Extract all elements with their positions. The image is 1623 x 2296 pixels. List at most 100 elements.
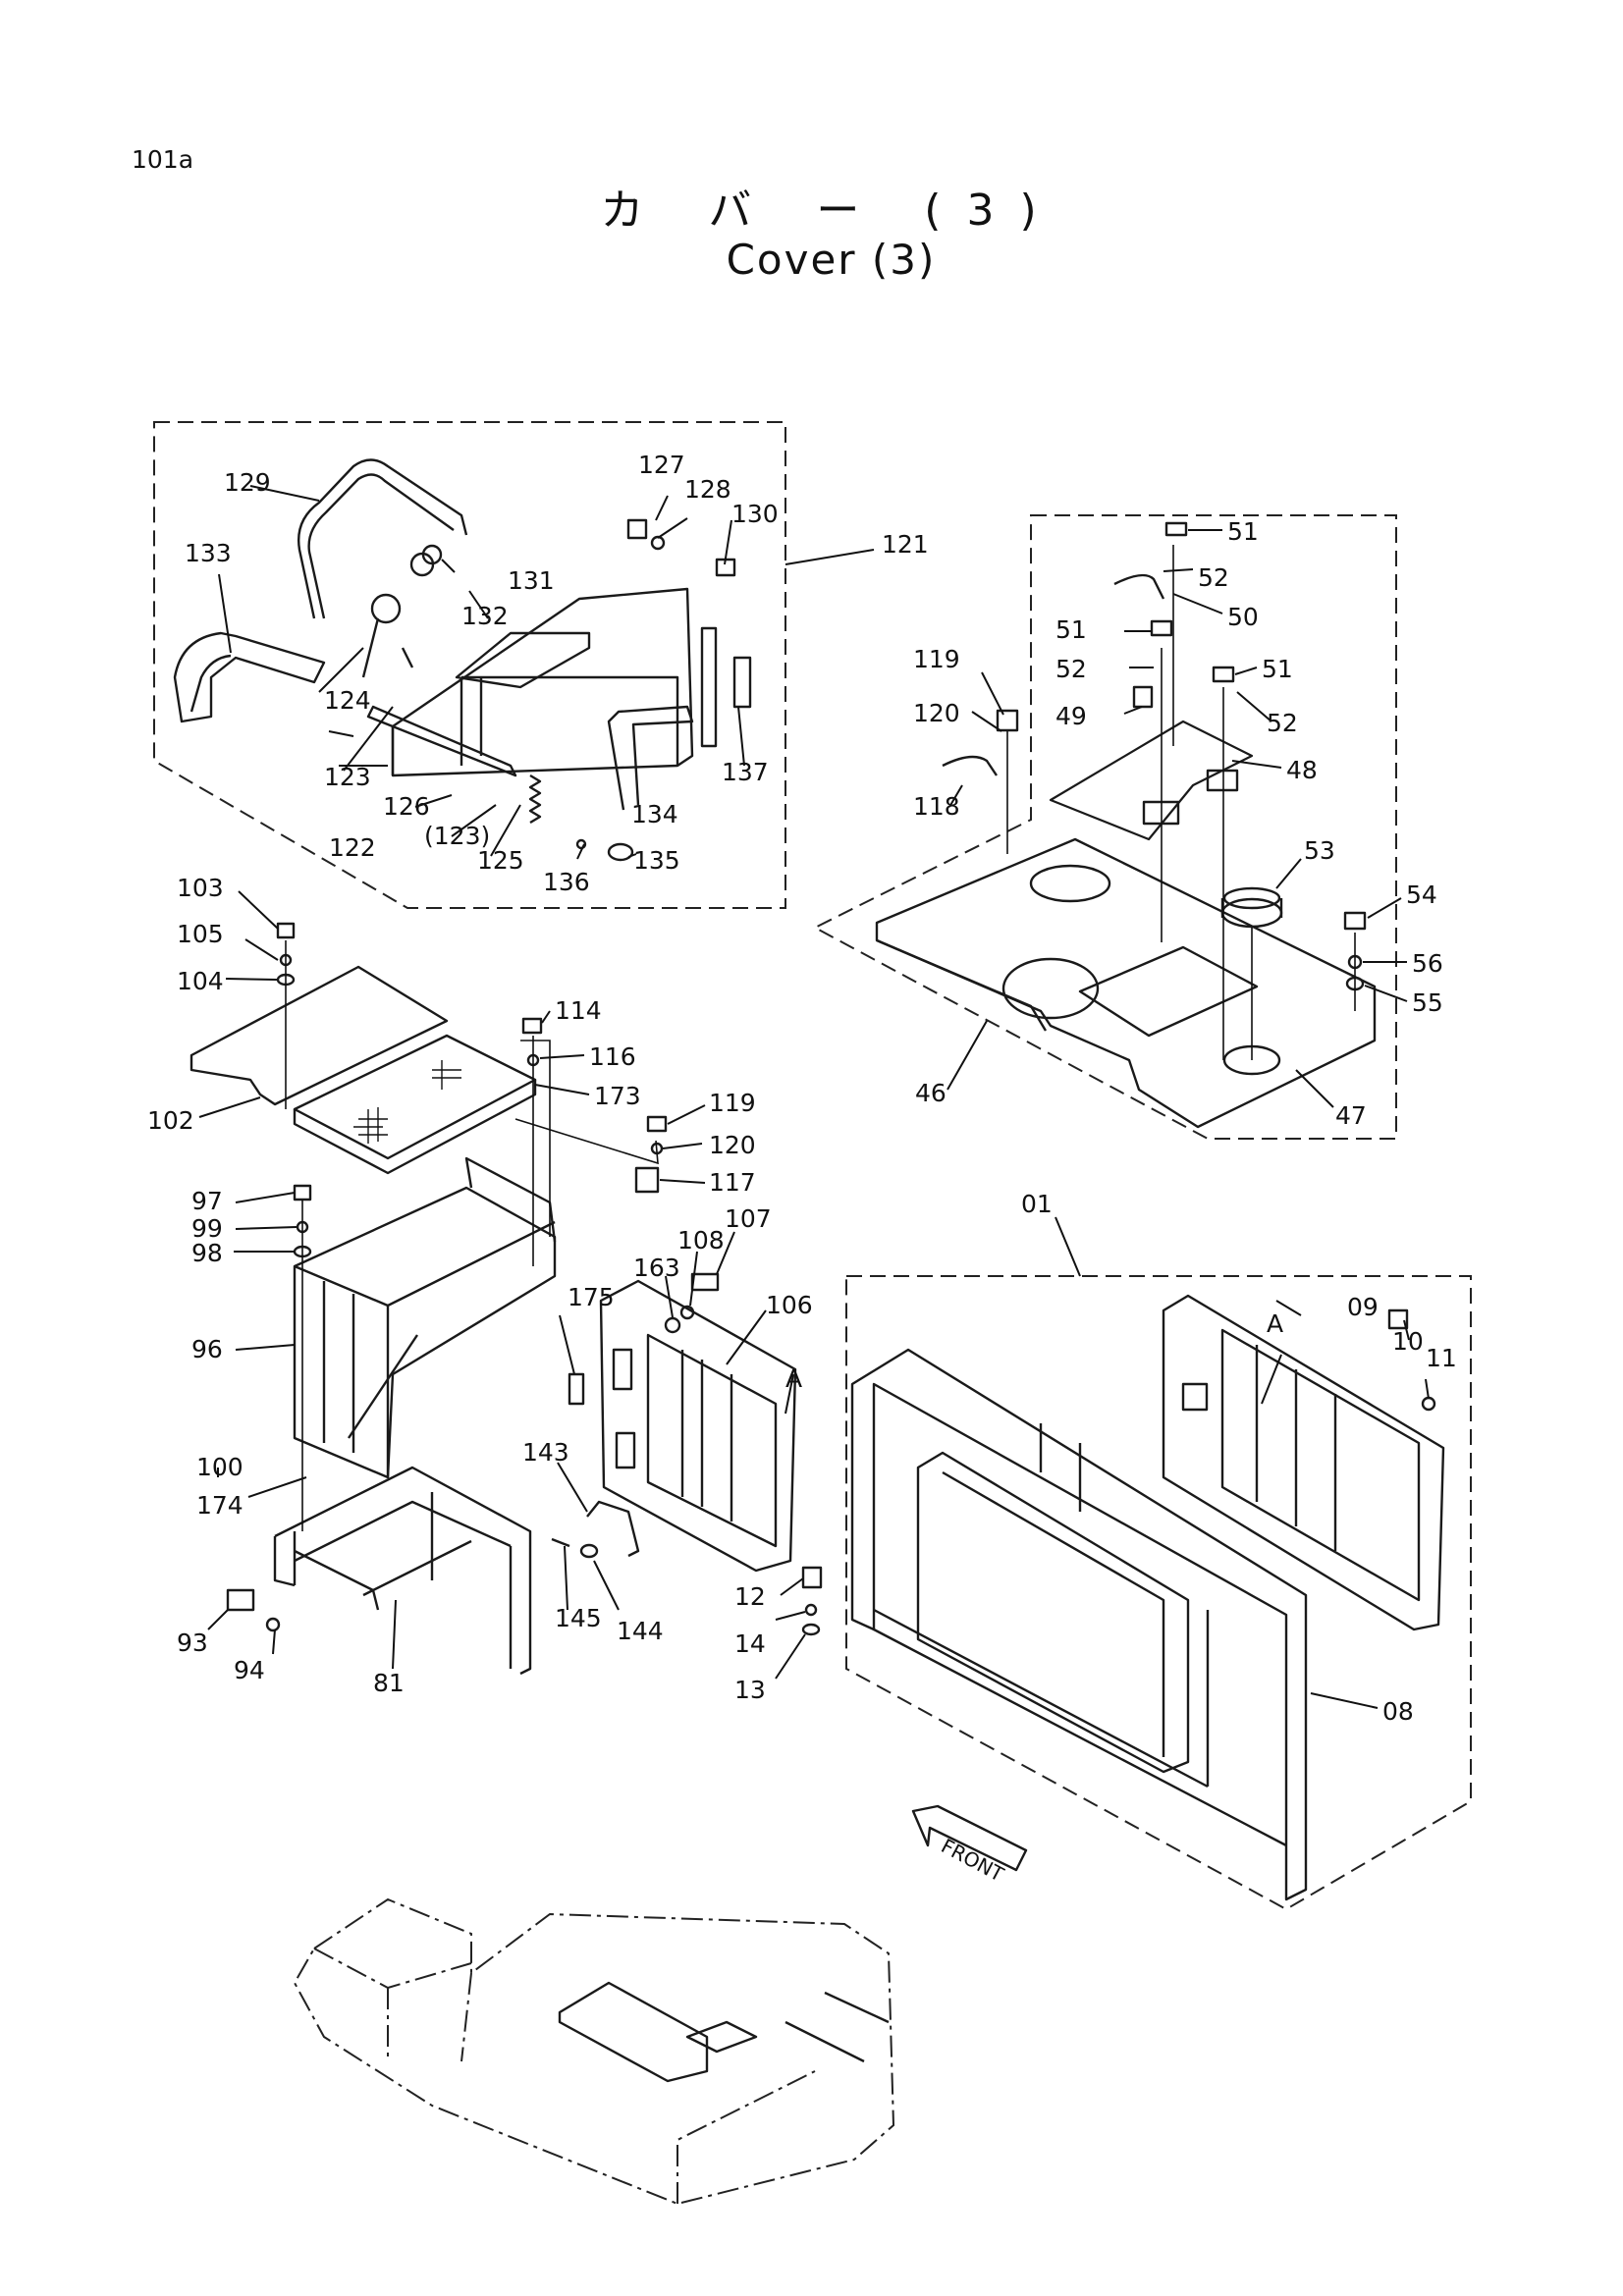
callout-49: 49: [1055, 702, 1087, 730]
bolt-51a: [1164, 521, 1188, 537]
latch-118: [942, 755, 998, 776]
nut-132: [409, 552, 435, 577]
latch-49: [1132, 685, 1154, 709]
callout-107: 107: [725, 1204, 772, 1233]
title-english: Cover (3): [726, 236, 937, 284]
callout-12: 12: [734, 1582, 766, 1611]
door-09: [1162, 1294, 1445, 1631]
cover-frame-121: [391, 587, 694, 777]
callout-143: 143: [522, 1438, 569, 1467]
callout-09: 09: [1347, 1293, 1379, 1321]
callout-108: 108: [677, 1226, 725, 1255]
callout-54: 54: [1406, 881, 1437, 909]
guard-133: [173, 631, 326, 723]
handle-129: [298, 458, 468, 619]
bolt-51c: [1212, 666, 1235, 683]
callout-118: 118: [913, 792, 960, 821]
bolt-119b: [646, 1115, 668, 1133]
bolt-93: [226, 1588, 255, 1612]
callout-144: 144: [617, 1617, 664, 1645]
callout-102: 102: [147, 1106, 194, 1135]
callout-132: 132: [461, 602, 509, 630]
callout-123-paren: (123): [424, 822, 490, 850]
bolt-10: [1387, 1308, 1409, 1330]
bolt-127: [626, 518, 648, 540]
callout-125: 125: [477, 846, 524, 875]
callout-121: 121: [882, 530, 929, 559]
callout-labels: 121 129 133 127 128 130 131 132 124 123 …: [147, 451, 1457, 1726]
washer-163: [664, 1316, 681, 1334]
washer-94: [265, 1617, 281, 1632]
callout-128: 128: [684, 475, 731, 504]
callout-124: 124: [324, 686, 371, 715]
washer-128: [650, 535, 666, 551]
callout-105: 105: [177, 920, 224, 948]
chain: [348, 1334, 418, 1439]
callout-136: 136: [543, 868, 590, 896]
callout-48: 48: [1286, 756, 1318, 784]
callout-51-right: 51: [1262, 655, 1293, 683]
callout-106: 106: [766, 1291, 813, 1319]
callout-98: 98: [191, 1239, 223, 1267]
callout-119-top: 119: [913, 645, 960, 673]
callout-52-mid: 52: [1055, 655, 1087, 683]
callout-131: 131: [508, 566, 555, 595]
callout-96: 96: [191, 1335, 223, 1363]
callout-129: 129: [224, 468, 271, 497]
callout-81: 81: [373, 1669, 405, 1697]
group-121-boundary: [153, 421, 786, 909]
svg-text:FRONT: FRONT: [938, 1834, 1008, 1887]
callout-100: 100: [196, 1453, 243, 1481]
callout-97: 97: [191, 1187, 223, 1215]
callout-134: 134: [631, 800, 678, 828]
callout-51-top: 51: [1227, 517, 1259, 546]
washer-108: [679, 1305, 695, 1320]
latch-50: [1113, 573, 1165, 600]
callout-53: 53: [1304, 836, 1335, 865]
pin-136: [575, 838, 587, 850]
callout-114: 114: [555, 996, 602, 1025]
washer-135: [607, 842, 634, 862]
door-106: [599, 1279, 797, 1573]
callout-52-top: 52: [1198, 563, 1229, 592]
callout-10: 10: [1392, 1327, 1424, 1356]
washer-11: [1421, 1396, 1436, 1412]
callout-103: 103: [177, 874, 224, 902]
callout-126: 126: [383, 792, 430, 821]
front-arrow: FRONT: [911, 1804, 1028, 1887]
spring-125: [528, 774, 542, 825]
callout-175: 175: [568, 1283, 615, 1311]
bolt-97: [293, 1184, 312, 1201]
callout-93: 93: [177, 1629, 208, 1657]
machine-cover-overview: [558, 1981, 890, 2083]
frame-96: [293, 1186, 557, 1479]
mesh-cover-173: [293, 1034, 537, 1160]
callout-47: 47: [1335, 1101, 1367, 1130]
leader-lines: [198, 485, 1430, 1709]
lid-plate-48: [1049, 720, 1254, 841]
callout-52-right: 52: [1267, 709, 1298, 737]
bolt-114: [521, 1017, 543, 1035]
callout-119-mid: 119: [709, 1089, 756, 1117]
callout-08: 08: [1382, 1697, 1414, 1726]
callout-A-left: A: [785, 1364, 802, 1393]
callout-127: 127: [638, 451, 685, 479]
callout-120-top: 120: [913, 699, 960, 727]
washer-144: [579, 1543, 599, 1559]
callout-120-mid: 120: [709, 1131, 756, 1159]
bolt-54: [1343, 911, 1367, 931]
pin-145: [551, 1537, 570, 1548]
callout-99: 99: [191, 1214, 223, 1243]
latch-124: [370, 593, 402, 624]
callout-94: 94: [234, 1656, 265, 1684]
grommet-53: [1222, 886, 1281, 910]
title-japanese: カ バ ー (3): [600, 186, 1062, 236]
handle-134: [607, 705, 694, 811]
plate-102: [189, 965, 449, 1106]
callout-14: 14: [734, 1629, 766, 1658]
callout-137: 137: [722, 758, 769, 786]
callout-56: 56: [1412, 949, 1443, 978]
callout-116: 116: [589, 1042, 636, 1071]
callout-A-right: A: [1267, 1309, 1283, 1338]
callout-123: 123: [324, 763, 371, 791]
